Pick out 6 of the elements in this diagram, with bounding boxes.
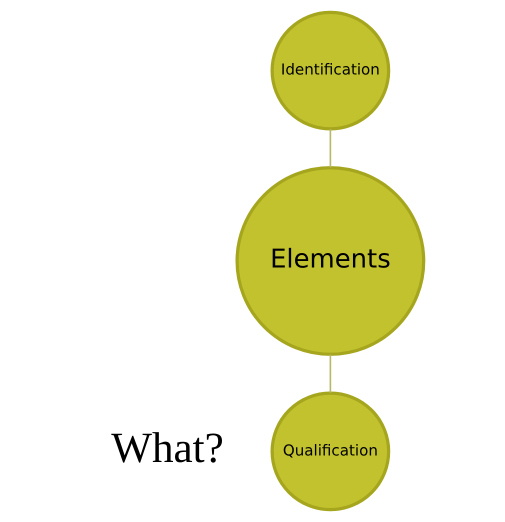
label: What? bbox=[110, 425, 224, 472]
node-circle: Elements bbox=[234, 166, 425, 356]
node-circle: Identification bbox=[270, 10, 390, 130]
connector bbox=[329, 129, 331, 168]
connector bbox=[329, 354, 331, 393]
node-circle: Qualification bbox=[270, 392, 390, 512]
